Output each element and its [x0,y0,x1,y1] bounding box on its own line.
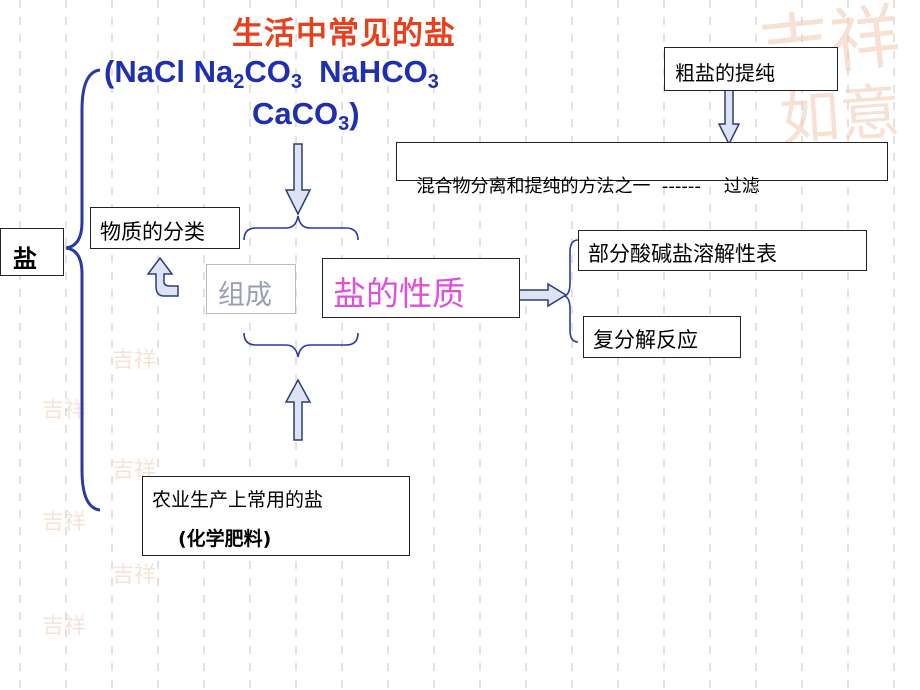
salt-formulas-line2: CaCO3) [252,96,360,135]
page-title: 生活中常见的盐 [232,16,456,52]
up-arrow-bottom [284,378,312,441]
crude-salt-node-label: 粗盐的提纯 [675,61,775,85]
bottom-brace [243,332,359,358]
down-arrow-crude-salt [717,89,741,146]
separation-method-node: 混合物分离和提纯的方法之一 ------ 过滤 [396,142,888,197]
solubility-table-node: 部分酸碱盐溶解性表 [578,230,867,271]
separation-method-label: 混合物分离和提纯的方法之一 ------ 过滤 [416,176,760,197]
down-arrow-top [284,143,312,216]
properties-node: 盐的性质 [322,258,520,318]
salt-node: 盐 [0,228,64,276]
solubility-table-label: 部分酸碱盐溶解性表 [588,242,777,266]
main-left-brace [65,68,101,512]
properties-node-label: 盐的性质 [333,274,465,313]
agricultural-salt-node: 农业生产上常用的盐 (化学肥料) [142,476,410,556]
right-brace [563,239,579,343]
curved-arrow-to-classification [146,256,179,297]
double-decomposition-label: 复分解反应 [593,328,698,352]
salt-formulas-line1: (NaCl Na2CO3 NaHCO3 [104,54,439,93]
classification-node-label: 物质的分类 [100,220,205,244]
crude-salt-node: 粗盐的提纯 [664,47,838,91]
right-arrow-properties [511,282,568,308]
seal-watermark: 吉祥 [42,510,87,535]
composition-node: 组成 [206,264,296,314]
salt-node-label: 盐 [13,245,37,273]
composition-node-label: 组成 [218,280,272,311]
double-decomposition-node: 复分解反应 [583,316,741,358]
classification-node: 物质的分类 [90,207,240,249]
top-brace [243,215,359,241]
seal-watermark: 吉祥 [112,348,157,373]
agricultural-salt-label: 农业生产上常用的盐 [152,489,324,511]
seal-watermark: 吉祥 [42,614,87,639]
fertilizer-label: (化学肥料) [178,528,272,550]
seal-watermark: 吉祥 [42,398,87,423]
seal-watermark: 吉祥 [112,563,157,588]
